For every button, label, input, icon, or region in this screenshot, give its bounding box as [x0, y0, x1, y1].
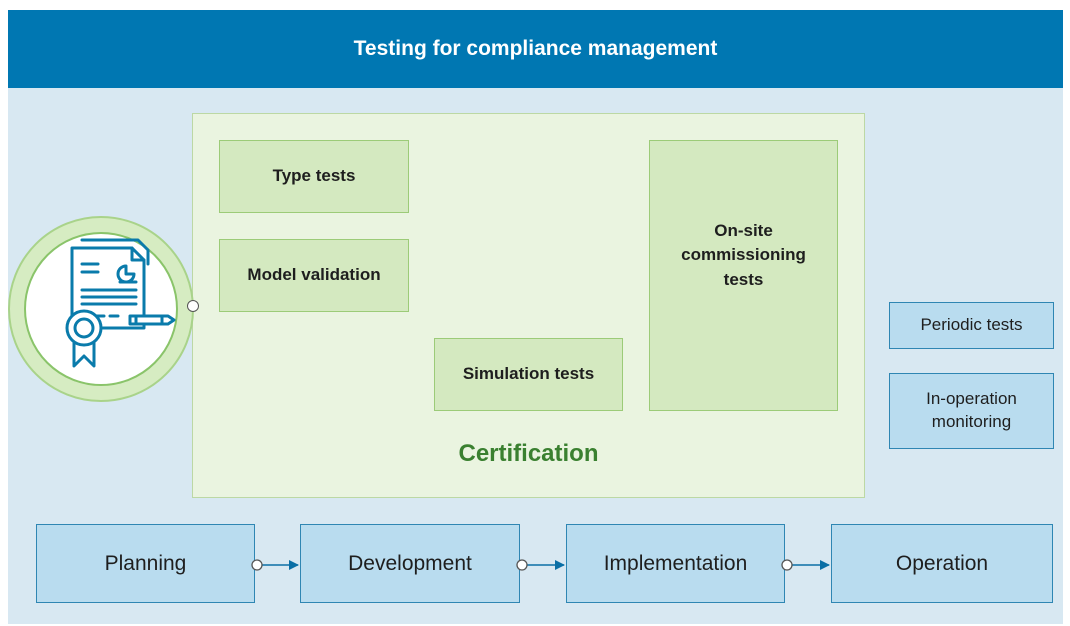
phase-operation-label: Operation: [895, 551, 989, 575]
page-title: Testing for compliance management: [8, 10, 1063, 88]
phase-implementation-label: Implementation: [603, 551, 748, 575]
connector-dot: [187, 300, 199, 312]
arrow-development-to-implementation: [516, 559, 565, 571]
arrow-implementation-to-operation: [781, 559, 830, 571]
on-site-commissioning-tests-box: On-site commissioning tests: [649, 140, 838, 411]
model-validation-box: Model validation: [219, 239, 409, 312]
in-operation-label-line1: In-operation: [926, 389, 1017, 409]
phase-planning: Planning: [36, 524, 255, 603]
phase-development-label: Development: [348, 551, 472, 575]
type-tests-box: Type tests: [219, 140, 409, 213]
on-site-label-line2: commissioning: [681, 245, 806, 265]
model-validation-label: Model validation: [247, 265, 381, 285]
simulation-tests-box: Simulation tests: [434, 338, 623, 411]
arrow-planning-to-development: [251, 559, 299, 571]
simulation-tests-label: Simulation tests: [462, 364, 595, 384]
phase-development: Development: [300, 524, 520, 603]
phase-implementation: Implementation: [566, 524, 785, 603]
periodic-tests-box: Periodic tests: [889, 302, 1054, 349]
certification-label: Certification: [458, 440, 599, 467]
phase-planning-label: Planning: [104, 551, 187, 575]
in-operation-monitoring-box: In-operation monitoring: [889, 373, 1054, 449]
page-title-text: Testing for compliance management: [353, 37, 718, 60]
phase-operation: Operation: [831, 524, 1053, 603]
type-tests-label: Type tests: [272, 166, 356, 186]
in-operation-label-line2: monitoring: [931, 412, 1012, 431]
certificate-document-icon: [65, 238, 176, 368]
on-site-label-line1: On-site: [714, 220, 773, 240]
on-site-label-line3: tests: [723, 269, 764, 289]
periodic-tests-label: Periodic tests: [920, 315, 1023, 335]
